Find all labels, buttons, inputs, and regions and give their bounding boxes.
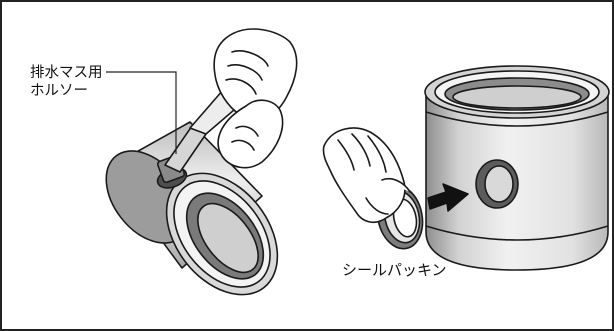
hole-saw-label-line-2: ホルソー: [30, 83, 88, 100]
drain-basin: [425, 66, 609, 270]
hole-saw-label-line-1: 排水マス用: [30, 65, 103, 82]
left-glove: [214, 29, 297, 168]
right-glove: [323, 128, 410, 222]
seal-packing-label: シールパッキン: [342, 262, 447, 279]
